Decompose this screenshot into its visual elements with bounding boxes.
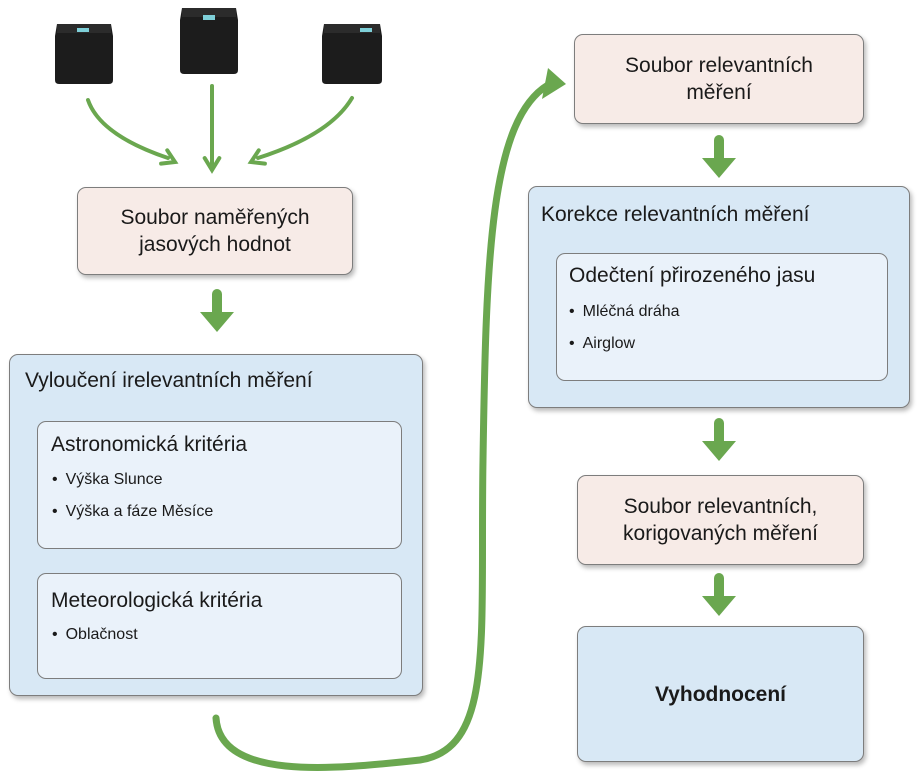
- corrected-measurements-line2: korigovaných měření: [623, 522, 818, 545]
- bullet-item: Mléčná dráha: [569, 303, 680, 321]
- corrected-measurements-line1: Soubor relevantních,: [623, 495, 818, 518]
- device-arrow-right-head: [247, 148, 267, 166]
- correction-box: Korekce relevantních měření Odečtení při…: [528, 186, 910, 408]
- bullet-item: Výška a fáze Měsíce: [52, 503, 214, 521]
- device-arrow-left: [86, 98, 170, 160]
- sensor-device-icon: [53, 22, 115, 91]
- curved-arrow-head: [542, 68, 566, 99]
- relevant-measurements-box: Soubor relevantních měření: [574, 34, 864, 124]
- corrected-measurements-box: Soubor relevantních, korigovaných měření: [577, 475, 864, 565]
- bullet-item: Výška Slunce: [52, 471, 163, 489]
- relevant-measurements-line1: Soubor relevantních: [625, 54, 813, 77]
- block-arrow-relevant-to-correction-head: [702, 158, 736, 178]
- meteorological-criteria-title: Meteorologická kritéria: [51, 589, 263, 612]
- meteorological-criteria-box: Meteorologická kritéria Oblačnost: [37, 573, 402, 679]
- evaluation-box: Vyhodnocení: [577, 626, 864, 762]
- device-arrow-left-head: [159, 148, 179, 166]
- sensor-device-icon: [178, 6, 240, 81]
- measured-values-line2: jasových hodnot: [139, 233, 291, 256]
- block-arrow-measured-to-exclusion-head: [200, 312, 234, 332]
- bullet-item: Oblačnost: [52, 626, 138, 644]
- device-arrow-middle-head: [202, 156, 222, 174]
- evaluation-label: Vyhodnocení: [654, 682, 787, 706]
- relevant-measurements-line2: měření: [686, 81, 752, 104]
- exclusion-title: Vyloučení irelevantních měření: [25, 369, 313, 392]
- block-arrow-corrected-to-evaluation-head: [702, 596, 736, 616]
- natural-brightness-box: Odečtení přirozeného jasu Mléčná dráha A…: [556, 253, 888, 381]
- astronomical-criteria-title: Astronomická kritéria: [51, 433, 248, 456]
- exclusion-box: Vyloučení irelevantních měření Astronomi…: [9, 354, 423, 696]
- block-arrow-correction-to-corrected-head: [702, 441, 736, 461]
- natural-brightness-title: Odečtení přirozeného jasu: [569, 264, 816, 287]
- device-arrow-right: [256, 96, 354, 160]
- measured-values-line1: Soubor naměřených: [120, 206, 310, 229]
- bullet-item: Airglow: [569, 335, 635, 353]
- correction-title: Korekce relevantních měření: [541, 203, 810, 226]
- sensor-device-icon: [320, 22, 384, 91]
- measured-values-box: Soubor naměřených jasových hodnot: [77, 187, 353, 275]
- astronomical-criteria-box: Astronomická kritéria Výška Slunce Výška…: [37, 421, 402, 549]
- curved-arrow: [212, 81, 552, 771]
